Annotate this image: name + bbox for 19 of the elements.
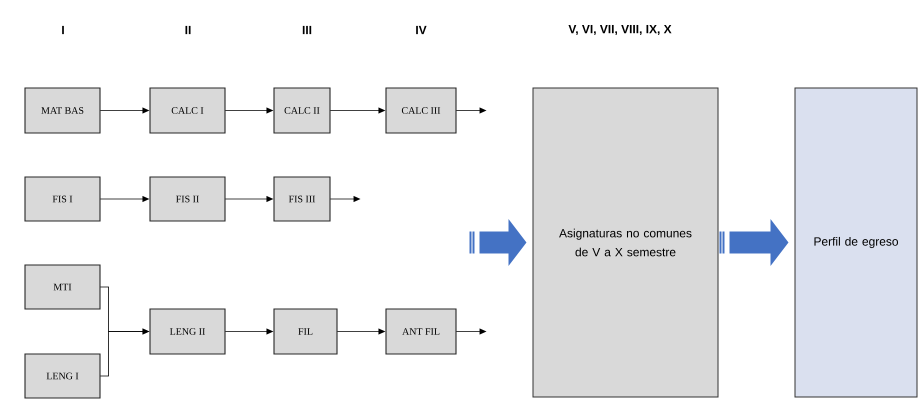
semester-heading: V, VI, VII, VIII, IX, X — [568, 24, 672, 36]
course-box: ANT FIL — [385, 308, 457, 355]
content-box: Perfil de egreso — [794, 88, 918, 398]
course-box: FIL — [273, 308, 338, 355]
course-box: FIS I — [24, 176, 101, 222]
course-box: FIS III — [273, 176, 331, 222]
course-box: MTI — [24, 264, 101, 310]
semester-heading: II — [185, 26, 191, 34]
semester-heading: IV — [416, 26, 427, 34]
course-box: CALC I — [149, 87, 226, 134]
course-box: MAT BAS — [24, 87, 101, 134]
course-box: CALC III — [385, 87, 457, 134]
semester-heading: I — [62, 26, 64, 34]
content-box: Asignaturas no comunes de V a X semestre — [532, 88, 718, 398]
course-box: CALC II — [273, 87, 331, 134]
course-box: LENG I — [24, 353, 101, 399]
course-box: FIS II — [149, 176, 226, 222]
semester-heading: III — [302, 26, 312, 34]
course-box: LENG II — [149, 308, 226, 355]
